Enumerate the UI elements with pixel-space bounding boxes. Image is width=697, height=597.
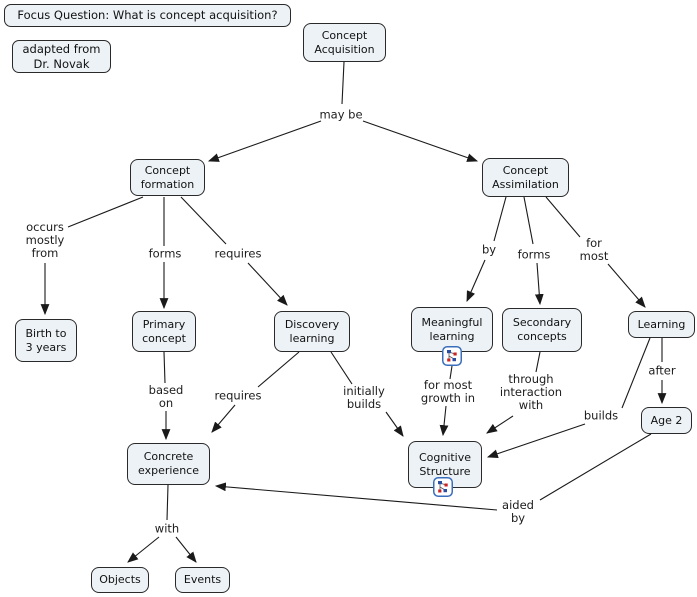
node-concept-assimilation[interactable]: Concept Assimilation [482,158,569,197]
link-label-through-interaction-with[interactable]: through interaction with [499,372,563,413]
link-label-after[interactable]: after [648,363,676,378]
concept-map-resource-icon[interactable] [433,477,453,497]
node-discovery-learning[interactable]: Discovery learning [274,311,350,352]
node-birth-to-3-years[interactable]: Birth to 3 years [15,319,77,362]
link-label-with[interactable]: with [154,521,180,536]
link-label-aided-by[interactable]: aided by [502,497,534,525]
link-label-requires-left[interactable]: requires [214,246,262,261]
node-concept-formation[interactable]: Concept formation [130,159,205,196]
link-label-for-most[interactable]: for most [579,235,609,263]
credit-box[interactable]: adapted from Dr. Novak [12,40,111,73]
node-concrete-experience[interactable]: Concrete experience [127,443,210,485]
link-label-occurs-mostly-from[interactable]: occurs mostly from [25,220,65,261]
node-objects[interactable]: Objects [91,567,149,593]
node-concept-acquisition[interactable]: Concept Acquisition [303,23,386,62]
concept-map-resource-icon[interactable] [442,346,462,366]
node-age-2[interactable]: Age 2 [641,407,692,434]
node-learning[interactable]: Learning [628,311,695,338]
link-label-based-on[interactable]: based on [148,382,184,410]
node-primary-concept[interactable]: Primary concept [132,311,196,352]
node-secondary-concepts[interactable]: Secondary concepts [502,308,582,352]
link-label-by[interactable]: by [481,242,497,257]
node-meaningful-learning[interactable]: Meaningful learning [411,307,493,352]
node-events[interactable]: Events [175,567,230,593]
link-label-may-be[interactable]: may be [319,107,363,122]
link-label-for-most-growth-in[interactable]: for most growth in [420,377,476,405]
link-label-builds[interactable]: builds [583,408,619,423]
focus-question-box[interactable]: Focus Question: What is concept acquisit… [4,4,291,27]
link-label-forms-left[interactable]: forms [148,246,182,261]
link-label-requires-mid[interactable]: requires [214,388,262,403]
link-label-initially-builds[interactable]: initially builds [343,383,385,411]
link-label-forms-right[interactable]: forms [517,247,551,262]
